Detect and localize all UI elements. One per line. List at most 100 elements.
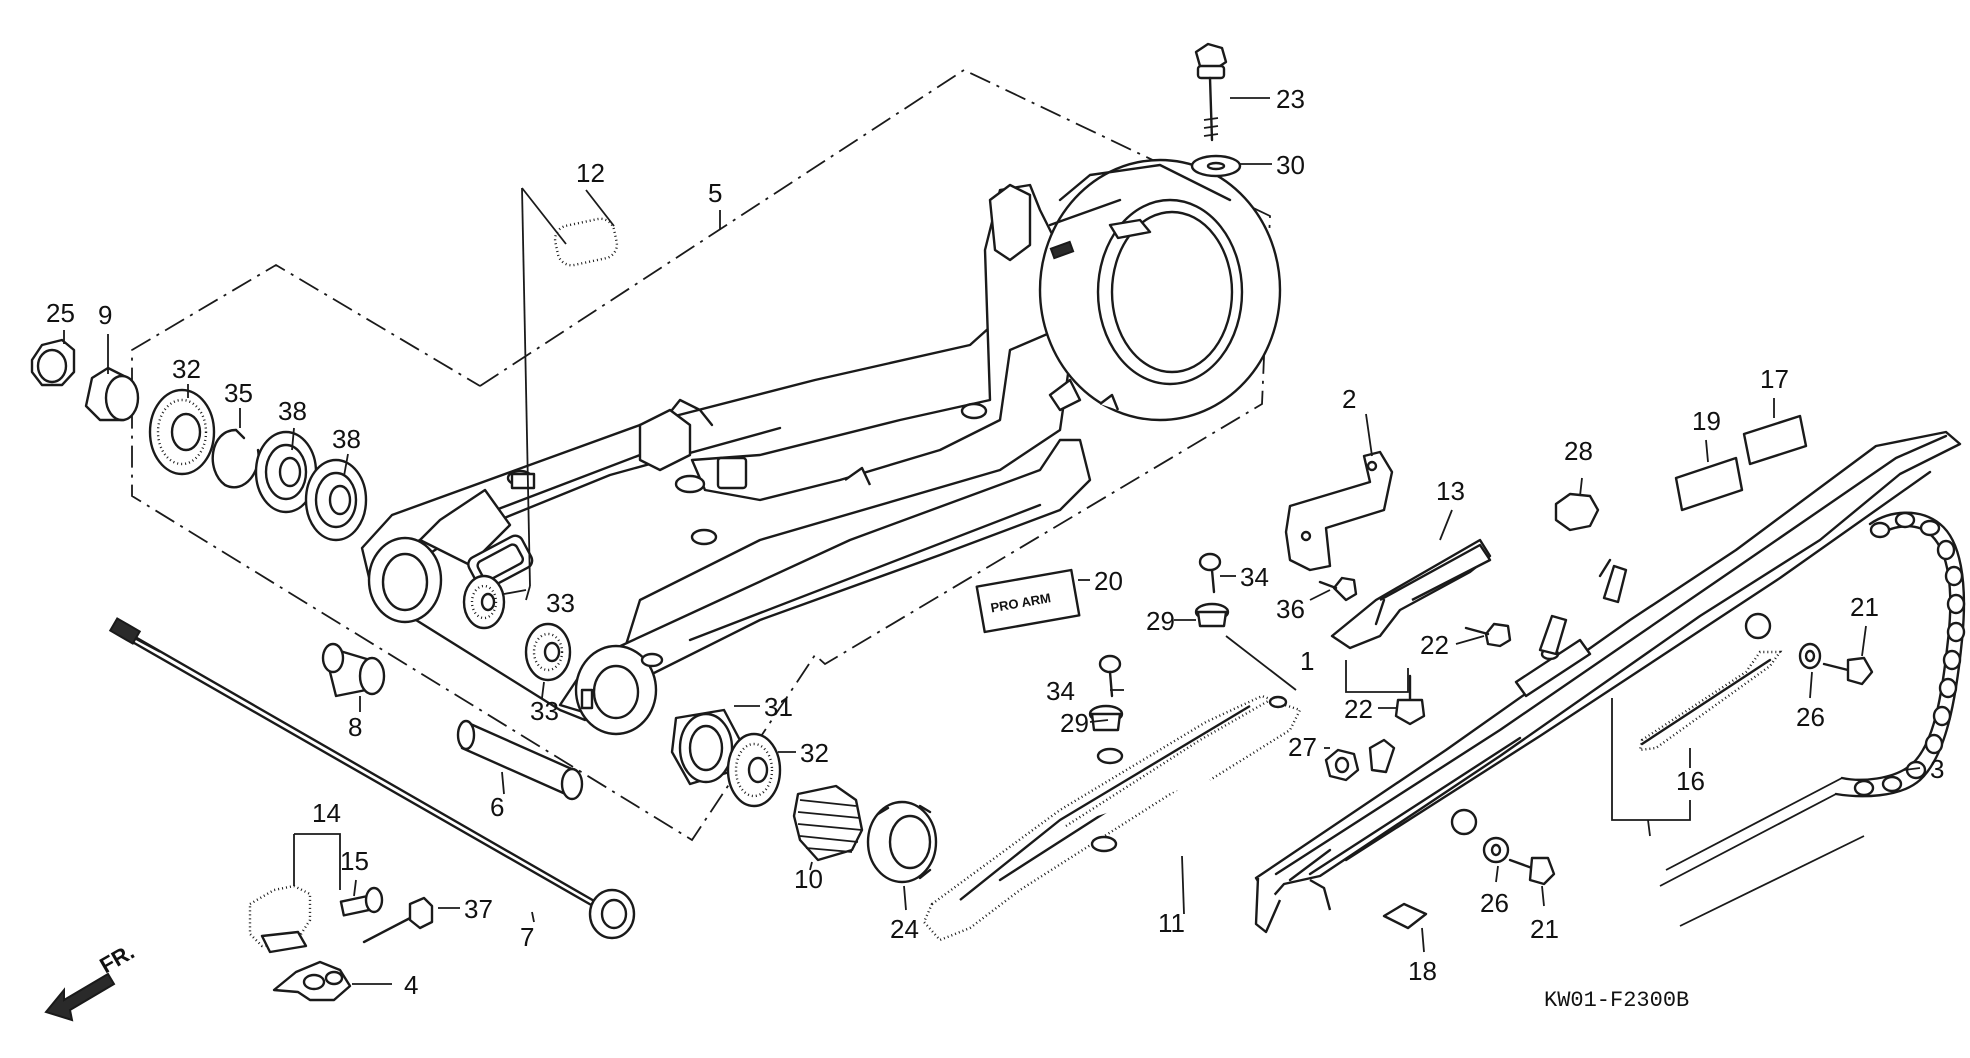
ring-24 bbox=[866, 800, 938, 884]
callout-38-b: 38 bbox=[332, 424, 361, 454]
callout-34-b: 34 bbox=[1046, 676, 1075, 706]
callout-26-a: 26 bbox=[1796, 702, 1825, 732]
callout-32-a: 32 bbox=[172, 354, 201, 384]
bolt-22-b bbox=[1394, 674, 1426, 726]
collar-29-b bbox=[1088, 704, 1124, 732]
circlip-35 bbox=[211, 428, 260, 489]
callout-23: 23 bbox=[1276, 84, 1305, 114]
callout-30: 30 bbox=[1276, 150, 1305, 180]
bracket-4 bbox=[272, 960, 352, 1002]
callout-32-b: 32 bbox=[800, 738, 829, 768]
nut-27 bbox=[1324, 748, 1360, 782]
label-18 bbox=[1382, 902, 1428, 930]
callout-20: 20 bbox=[1094, 566, 1123, 596]
callout-5: 5 bbox=[708, 178, 722, 208]
label-19 bbox=[1674, 456, 1744, 512]
label-17 bbox=[1742, 414, 1808, 466]
collar-9 bbox=[84, 366, 140, 422]
callout-9: 9 bbox=[98, 300, 112, 330]
callout-6: 6 bbox=[490, 792, 504, 822]
seal-33-a bbox=[462, 574, 506, 630]
callout-14: 14 bbox=[312, 798, 341, 828]
bearing-32-right bbox=[726, 732, 782, 808]
callout-16: 16 bbox=[1676, 766, 1705, 796]
callout-12: 12 bbox=[576, 158, 605, 188]
callout-1: 1 bbox=[1300, 646, 1314, 676]
callout-3: 3 bbox=[1930, 754, 1944, 784]
callout-38-a: 38 bbox=[278, 396, 307, 426]
callout-25: 25 bbox=[46, 298, 75, 328]
callout-numbers: 1 2 3 4 5 6 7 8 9 10 11 12 13 14 15 16 1… bbox=[46, 84, 1944, 1000]
bolt-15 bbox=[339, 886, 384, 917]
callout-19: 19 bbox=[1692, 406, 1721, 436]
callout-24: 24 bbox=[890, 914, 919, 944]
callout-4: 4 bbox=[404, 970, 418, 1000]
drive-chain-3 bbox=[1659, 511, 1966, 927]
bolt-22-a bbox=[1464, 622, 1512, 648]
callout-37: 37 bbox=[464, 894, 493, 924]
callout-18: 18 bbox=[1408, 956, 1437, 986]
callout-29-b: 29 bbox=[1060, 708, 1089, 738]
bolt-37 bbox=[362, 896, 434, 944]
callout-8: 8 bbox=[348, 712, 362, 742]
chain-case-1 bbox=[1254, 430, 1962, 934]
pivot-bolt-7 bbox=[108, 617, 636, 940]
callout-10: 10 bbox=[794, 864, 823, 894]
callout-31: 31 bbox=[764, 692, 793, 722]
callout-21-b: 21 bbox=[1530, 914, 1559, 944]
plug-12 bbox=[553, 217, 619, 267]
callout-11: 11 bbox=[1158, 908, 1185, 938]
callout-35: 35 bbox=[224, 378, 253, 408]
bolt-21-a bbox=[1822, 656, 1874, 686]
boot-10 bbox=[792, 784, 864, 862]
cap-nut-25 bbox=[30, 338, 76, 387]
callout-27: 27 bbox=[1288, 732, 1317, 762]
washer-26-a bbox=[1798, 642, 1822, 670]
screw-34-b bbox=[1098, 654, 1122, 698]
callout-34-a: 34 bbox=[1240, 562, 1269, 592]
screw-34-a bbox=[1198, 552, 1222, 594]
bushing-8 bbox=[321, 642, 386, 698]
callout-22-a: 22 bbox=[1420, 630, 1449, 660]
callout-21-a: 21 bbox=[1850, 592, 1879, 622]
callout-15: 15 bbox=[340, 846, 369, 876]
assembly-boundary bbox=[131, 68, 1271, 842]
bolt-23 bbox=[1194, 42, 1228, 142]
callout-29-a: 29 bbox=[1146, 606, 1175, 636]
guide-plate-13 bbox=[1330, 538, 1492, 650]
bolt-21-b bbox=[1508, 856, 1556, 886]
rubber-block-14 bbox=[248, 884, 312, 954]
callout-2: 2 bbox=[1342, 384, 1356, 414]
front-direction-arrow: FR. bbox=[44, 939, 139, 1022]
bearing-32-left bbox=[148, 388, 216, 476]
callout-36: 36 bbox=[1276, 594, 1305, 624]
callout-13: 13 bbox=[1436, 476, 1465, 506]
clip-27 bbox=[1368, 738, 1396, 774]
chain-slider-strip-16 bbox=[1638, 650, 1783, 752]
callout-33-a: 33 bbox=[546, 588, 575, 618]
front-label: FR. bbox=[95, 939, 138, 978]
callout-26-b: 26 bbox=[1480, 888, 1509, 918]
washer-26-b bbox=[1482, 836, 1510, 864]
callout-17: 17 bbox=[1760, 364, 1789, 394]
decal-20: PRO ARM bbox=[975, 568, 1081, 634]
needle-bearing-31 bbox=[670, 708, 744, 786]
plate-2 bbox=[1284, 450, 1394, 572]
chain-slider-11 bbox=[922, 694, 1302, 942]
callout-22-b: 22 bbox=[1344, 694, 1373, 724]
callout-33-b: 33 bbox=[530, 696, 559, 726]
collar-29-a bbox=[1194, 602, 1230, 628]
leader-lines bbox=[63, 97, 1921, 985]
callout-28: 28 bbox=[1564, 436, 1593, 466]
pivot-collar-6 bbox=[456, 719, 584, 801]
seal-33-b bbox=[524, 622, 572, 682]
swingarm bbox=[360, 158, 1282, 736]
bolt-36 bbox=[1318, 576, 1358, 602]
callout-7: 7 bbox=[520, 922, 534, 952]
bearing-38-b bbox=[304, 458, 368, 542]
drawing-code: KW01-F2300B bbox=[1544, 988, 1689, 1013]
washer-30 bbox=[1190, 154, 1242, 178]
grommet-28 bbox=[1554, 492, 1600, 532]
